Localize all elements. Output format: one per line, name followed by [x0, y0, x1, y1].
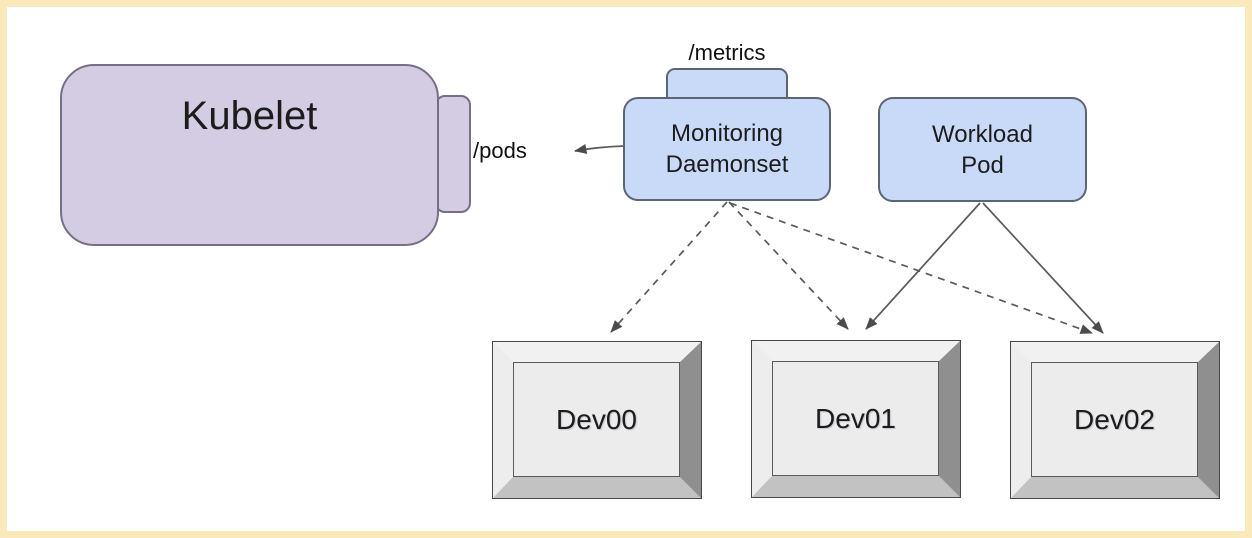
edge-wp-to-dev01-arrow — [865, 202, 981, 330]
edge-md-to-pods-arrow — [574, 144, 625, 154]
pods-endpoint-label: /pods — [473, 138, 527, 163]
kubelet-pods-endpoint-tab — [435, 95, 471, 213]
edge-wp-to-dev02-arrow — [982, 202, 1104, 334]
workload-pod-label-line2: Pod — [961, 151, 1004, 179]
edge-md-to-dev01-dashed-arrow — [728, 201, 849, 330]
kubelet-label: Kubelet — [181, 94, 318, 138]
device-bevel — [493, 342, 701, 498]
edge-md-to-dev00-dashed-arrow — [610, 201, 728, 333]
device-label-dev01: Dev01 — [815, 402, 896, 434]
kubelet-node: Kubelet — [60, 64, 439, 246]
device-face: Dev00 — [513, 362, 680, 477]
workload-pod-node: Workload Pod — [878, 97, 1087, 202]
device-face: Dev02 — [1031, 362, 1198, 477]
monitoring-daemonset-label-line1: Monitoring — [670, 120, 784, 147]
metrics-endpoint-label: /metrics — [688, 40, 766, 65]
device-bevel — [1011, 342, 1219, 498]
diagram-canvas: Kubelet /pods /metrics Monitoring Daemon… — [7, 7, 1245, 531]
device-node-dev01: Dev01 — [751, 340, 961, 498]
monitoring-daemonset-node: Monitoring Daemonset — [623, 97, 831, 201]
device-face: Dev01 — [772, 361, 939, 476]
edge-md-to-dev02-dashed-arrow — [729, 202, 1093, 334]
workload-pod-label-line1: Workload — [932, 120, 1033, 148]
monitoring-daemonset-label-line2: Daemonset — [665, 151, 789, 178]
device-bevel — [752, 341, 960, 497]
device-node-dev02: Dev02 — [1010, 341, 1220, 499]
device-node-dev00: Dev00 — [492, 341, 702, 499]
device-label-dev00: Dev00 — [556, 403, 637, 435]
device-label-dev02: Dev02 — [1074, 403, 1155, 435]
